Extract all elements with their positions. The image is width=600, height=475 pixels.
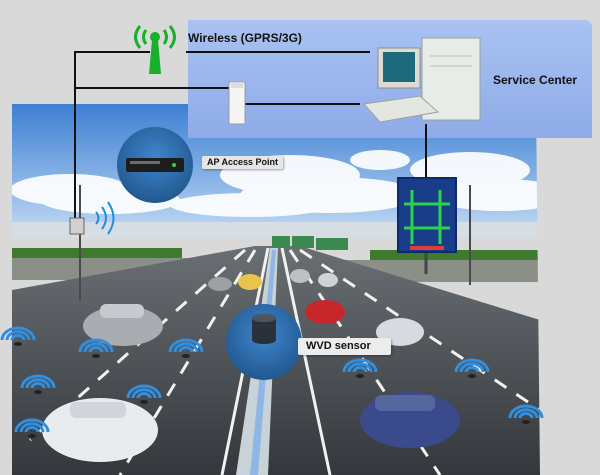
pole-access-point: [69, 201, 115, 235]
street-lamps: [79, 185, 471, 300]
traffic-sign-board: [397, 177, 457, 274]
access-point-label: AP Access Point: [202, 156, 284, 169]
access-point-badge: [117, 127, 193, 203]
vehicles: [42, 269, 460, 462]
wireless-signal-icon: [78, 338, 114, 358]
wireless-signal-icon: [0, 326, 36, 346]
wireless-signals: [0, 326, 544, 438]
wvd-sensor-label: WVD sensor: [298, 338, 391, 355]
service-center-label: Service Center: [493, 73, 578, 87]
road-photo: [12, 104, 540, 475]
antenna-icon: [134, 25, 176, 74]
wireless-signal-icon: [454, 358, 490, 378]
sensor-badge: [226, 304, 302, 380]
wireless-signal-icon: [168, 338, 204, 358]
wireless-signal-icon: [342, 358, 378, 378]
access-point-icon: [126, 158, 184, 172]
computer-icon: [363, 37, 481, 123]
wireless-signal-icon: [20, 374, 56, 394]
wireless-signal-icon: [508, 404, 544, 424]
server-icon: [228, 81, 246, 125]
wireless-label: Wireless (GPRS/3G): [188, 31, 302, 45]
wireless-signal-icon: [126, 384, 162, 404]
wireless-signal-icon: [14, 418, 50, 438]
